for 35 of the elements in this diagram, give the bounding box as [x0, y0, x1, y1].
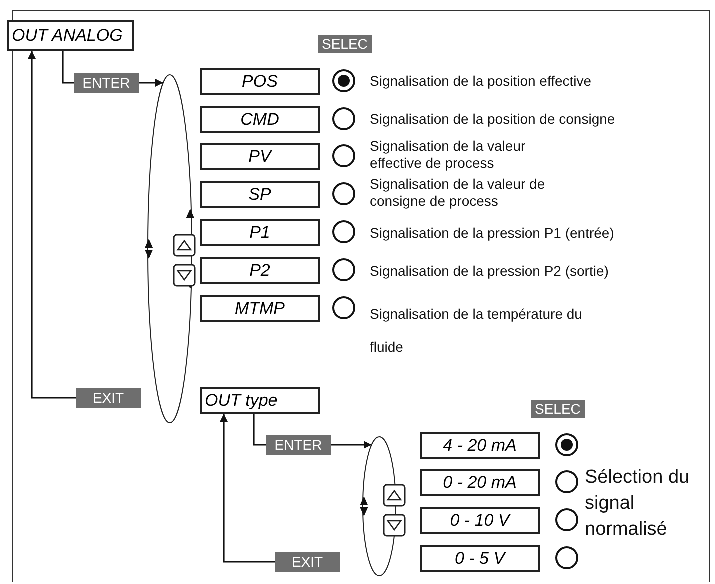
note-text: Sélection du signal normalisé: [585, 466, 691, 542]
option-box: P1: [200, 219, 320, 246]
option-box: 0 - 5 V: [420, 545, 540, 572]
option-description: Signalisation de la valeur de consigne de process: [370, 176, 546, 210]
option-box: P2: [200, 257, 320, 284]
select-key-label: SELEC: [318, 35, 372, 53]
connector-arrow: [220, 414, 275, 563]
option-description: Signalisation de la température du fluide: [370, 305, 584, 357]
option-box: 0 - 10 V: [420, 507, 540, 534]
option-box: PV: [200, 143, 320, 170]
key-label: EXIT: [76, 388, 141, 408]
option-description: Signalisation de la valeur effective de process: [370, 138, 527, 172]
navigation-loop: [363, 437, 396, 576]
option-box: SP: [200, 181, 320, 208]
key-label: EXIT: [275, 552, 340, 572]
option-description: Signalisation de la position de consigne: [370, 110, 616, 128]
option-box: POS: [200, 68, 320, 95]
connector-arrow: [28, 51, 76, 399]
option-box: MTMP: [200, 295, 320, 322]
option-box: 4 - 20 mA: [420, 432, 540, 459]
connector-arrow: [62, 51, 74, 84]
connector-arrow: [331, 441, 372, 449]
navigation-loop: [148, 75, 192, 423]
select-key-label: SELEC: [531, 400, 585, 418]
key-label: ENTER: [266, 435, 331, 455]
option-description: Signalisation de la position effective: [370, 72, 593, 90]
key-label: ENTER: [74, 73, 139, 93]
connector-arrow: [253, 414, 266, 446]
option-description: Signalisation de la pression P2 (sortie): [370, 262, 610, 280]
option-box: CMD: [200, 106, 320, 133]
connector-arrow: [139, 79, 164, 87]
option-box: 0 - 20 mA: [420, 469, 540, 496]
menu-box: OUT ANALOG: [7, 20, 134, 51]
menu-box: OUT type: [200, 387, 320, 414]
option-description: Signalisation de la pression P1 (entrée): [370, 224, 616, 242]
